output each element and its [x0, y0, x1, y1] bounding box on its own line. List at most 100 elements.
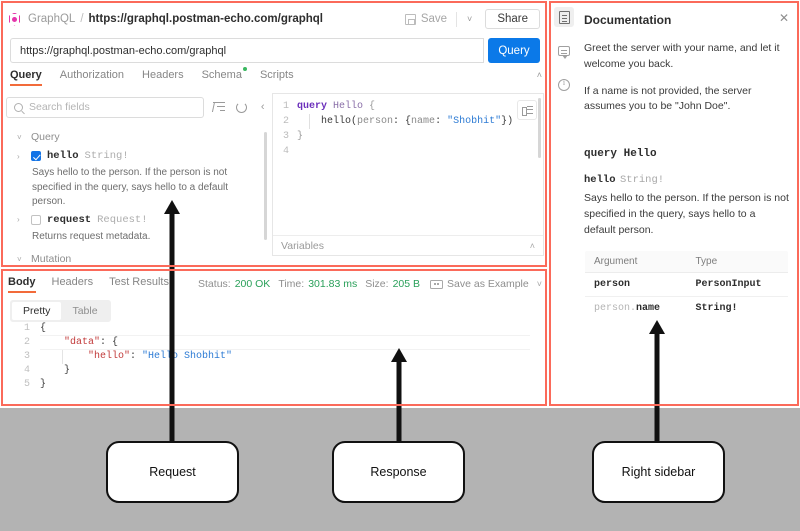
explorer-group-mutation[interactable]: ˅ Mutation: [6, 250, 269, 268]
column-header-argument: Argument: [585, 251, 687, 274]
field-hello-name: hello: [47, 150, 79, 162]
size-value: 205 B: [392, 278, 421, 290]
save-button[interactable]: Save: [398, 10, 454, 28]
cell-type: PersonInput: [686, 272, 788, 298]
time-value: 301.83 ms: [308, 278, 358, 290]
tab-schema[interactable]: Schema: [202, 67, 247, 86]
editor-scrollbar[interactable]: [538, 98, 541, 158]
table-row: person PersonInput: [585, 272, 788, 298]
doc-paragraph: Greet the server with your name, and let…: [584, 42, 780, 70]
documentation-sidebar: Documentation ✕ Greet the server with yo…: [551, 3, 797, 404]
request-tabs: Query Authorization Headers Schema Scrip…: [10, 67, 542, 91]
response-meta: Status: 200 OK Time: 301.83 ms Size: 205…: [198, 278, 542, 290]
line-number: 1: [23, 323, 30, 334]
variables-bar[interactable]: Variables ˄: [273, 235, 543, 255]
refresh-schema-icon[interactable]: [235, 101, 248, 114]
table-header-row: Argument Type: [585, 251, 788, 274]
tab-scripts[interactable]: Scripts: [260, 69, 294, 86]
share-button[interactable]: Share: [485, 9, 540, 29]
save-as-example-button[interactable]: Save as Example: [447, 278, 529, 290]
header-actions: Save ˅ Share: [398, 9, 540, 29]
save-options-chevron-down-icon[interactable]: ˅: [467, 14, 473, 24]
response-tabbar: Body Headers Test Results Status: 200 OK…: [8, 274, 542, 294]
tab-headers-label: Headers: [142, 69, 184, 81]
size-label: Size:: [365, 278, 389, 290]
close-icon[interactable]: ✕: [778, 11, 789, 25]
collapse-panel-chevron-left-icon[interactable]: ‹: [260, 101, 265, 113]
info-icon: [558, 78, 570, 91]
explorer-scrollbar[interactable]: [264, 132, 267, 240]
callout-request: Request: [106, 441, 239, 503]
documentation-content: Greet the server with your name, and let…: [584, 41, 789, 322]
url-row: https://graphql.postman-echo.com/graphql…: [10, 38, 540, 63]
json-text: {: [40, 323, 47, 334]
tab-query[interactable]: Query: [10, 69, 42, 86]
field-request-type: Request!: [97, 213, 148, 226]
doc-field-type: String!: [619, 174, 665, 186]
graphql-logo-icon: [8, 12, 21, 26]
json-text: "data": {: [64, 337, 119, 348]
sidebar-title: Documentation: [584, 13, 672, 27]
callout-right-sidebar: Right sidebar: [592, 441, 725, 503]
tab-headers[interactable]: Headers: [142, 69, 184, 86]
line-number: 5: [23, 379, 30, 390]
format-pretty-button[interactable]: Pretty: [12, 302, 62, 320]
column-header-type: Type: [686, 251, 788, 274]
status-value: 200 OK: [234, 278, 271, 290]
save-icon: [404, 13, 416, 25]
sort-fields-icon[interactable]: [213, 101, 226, 114]
code-line: 4: [273, 144, 543, 159]
search-placeholder: Search fields: [29, 101, 90, 113]
chevron-down-icon: ˅: [17, 254, 22, 264]
line-number: 2: [23, 337, 30, 348]
json-text: }: [40, 379, 47, 390]
explorer-field-hello[interactable]: › hello String!: [6, 146, 269, 166]
tab-authorization[interactable]: Authorization: [60, 69, 124, 86]
app-header: GraphQL / https://graphql.postman-echo.c…: [8, 6, 540, 32]
query-send-button[interactable]: Query: [488, 38, 540, 63]
save-example-icon: [430, 279, 444, 289]
explorer-group-query-label: Query: [31, 131, 60, 143]
beautify-query-icon[interactable]: [517, 100, 537, 120]
line-number: 2: [282, 116, 289, 127]
cell-type: String!: [695, 303, 738, 315]
code-line: 3}: [273, 129, 543, 144]
collapse-chevron-up-icon[interactable]: ˄: [536, 70, 542, 80]
sidebar-tab-documentation[interactable]: [554, 7, 574, 27]
field-hello-checkbox[interactable]: [31, 151, 41, 161]
annotation-arrow-sidebar: [648, 320, 666, 441]
url-input[interactable]: https://graphql.postman-echo.com/graphql: [10, 38, 484, 63]
tab-test-results[interactable]: Test Results: [109, 275, 169, 288]
field-request-checkbox[interactable]: [31, 214, 41, 225]
response-body[interactable]: 1{ 2 "data": { 3 "hello": "Hello Shobhit…: [10, 322, 530, 402]
variables-chevron-up-icon[interactable]: ˄: [529, 240, 535, 251]
schema-explorer: Search fields ‹ ˅ Query › hello String!: [6, 96, 269, 265]
sidebar-icon-rail: [551, 7, 577, 95]
doc-field-description: Says hello to the person. If the person …: [584, 192, 789, 236]
explorer-field-request[interactable]: › request Request!: [6, 210, 269, 230]
sidebar-tab-comments[interactable]: [554, 41, 574, 61]
explorer-group-query[interactable]: ˅ Query: [6, 128, 269, 146]
variables-label: Variables: [281, 239, 324, 252]
field-request-name: request: [47, 213, 92, 226]
annotation-arrow-response: [390, 348, 408, 441]
doc-paragraph: If a name is not provided, the server as…: [584, 84, 752, 113]
doc-section-heading: query Hello: [584, 148, 657, 160]
line-number: 3: [23, 351, 30, 362]
tab-authorization-label: Authorization: [59, 69, 125, 81]
response-options-chevron-down-icon[interactable]: ˅: [536, 279, 542, 289]
response-format-toggle: Pretty Table: [10, 300, 111, 322]
tab-response-headers[interactable]: Headers: [51, 275, 94, 288]
line-number: 3: [282, 131, 289, 142]
tab-query-label: Query: [10, 69, 42, 81]
sidebar-tab-info[interactable]: [554, 75, 574, 95]
tab-body[interactable]: Body: [8, 276, 36, 293]
code-text: }: [297, 131, 304, 142]
json-indent-guide: [62, 350, 63, 364]
search-fields-input[interactable]: Search fields: [6, 96, 205, 118]
format-table-button[interactable]: Table: [72, 305, 98, 317]
